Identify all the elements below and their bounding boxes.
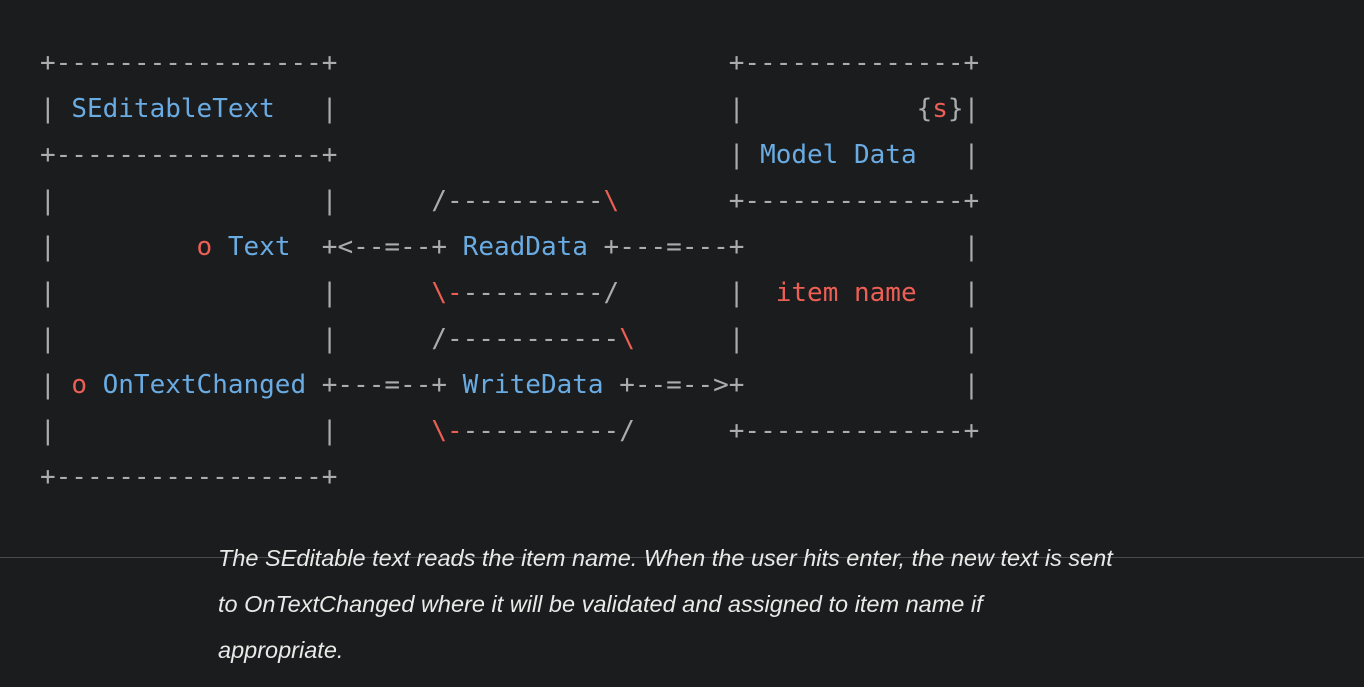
diagram-line: | o OnTextChanged +---=--+ WriteData +--…	[40, 362, 979, 408]
diagram-caption: The SEditable text reads the item name. …	[218, 535, 1113, 673]
ascii-segment: | |	[634, 324, 980, 354]
readdata-label: ReadData	[462, 232, 588, 262]
caption-line: appropriate.	[218, 637, 344, 663]
diagram-line: +-----------------+	[40, 454, 979, 500]
ontextchanged-pin-bullet: o	[71, 370, 87, 400]
seditabletext-label: SEditableText	[71, 94, 275, 124]
ascii-segment: | | /----------	[40, 186, 604, 216]
ascii-segment	[212, 232, 228, 262]
model-data-label: Model Data	[760, 140, 917, 170]
ascii-diagram: +-----------------+ +--------------+ | SE…	[40, 40, 979, 500]
ascii-segment	[87, 370, 103, 400]
ascii-segment: +--=-->+ |	[603, 370, 980, 400]
ascii-segment: |	[40, 94, 72, 124]
ascii-segment: +---=---+ |	[587, 232, 980, 262]
diagram-line: +-----------------+ +--------------+	[40, 40, 979, 86]
ascii-segment: |	[916, 140, 980, 170]
ascii-segment: ----------/ +--------------+	[462, 416, 980, 446]
diagram-line: | | /-----------\ | |	[40, 316, 979, 362]
ascii-segment: +--------------+	[619, 186, 980, 216]
ascii-segment: +-----------------+ +--------------+	[40, 48, 980, 78]
ascii-segment: \	[603, 186, 620, 216]
ascii-segment: \-	[431, 278, 463, 308]
diagram-line: | | /----------\ +--------------+	[40, 178, 979, 224]
item-name-field: item name	[775, 278, 917, 308]
section-divider	[0, 557, 1364, 558]
ascii-segment: +-----------------+	[40, 462, 338, 492]
ascii-segment: }|	[947, 94, 980, 124]
ascii-segment: ---------/ |	[462, 278, 776, 308]
text-pin-bullet: o	[196, 232, 213, 262]
diagram-line: | o Text +<--=--+ ReadData +---=---+ |	[40, 224, 979, 270]
diagram-line: | | \-----------/ +--------------+	[40, 408, 979, 454]
ascii-segment: \	[619, 324, 635, 354]
ascii-segment: +-----------------+ |	[40, 140, 761, 170]
ascii-segment: | | {	[274, 94, 933, 124]
ascii-segment: |	[40, 232, 197, 262]
caption-line: to OnTextChanged where it will be valida…	[218, 591, 983, 617]
ascii-segment: | | /-----------	[40, 324, 620, 354]
diagram-line: +-----------------+ | Model Data |	[40, 132, 979, 178]
caption-line: The SEditable text reads the item name. …	[218, 545, 1113, 571]
writedata-label: WriteData	[462, 370, 604, 400]
ascii-segment: |	[40, 370, 72, 400]
ascii-segment: +---=--+	[306, 370, 463, 400]
ascii-segment: | |	[40, 278, 432, 308]
ascii-segment: | |	[40, 416, 432, 446]
text-pin-label: Text	[227, 232, 291, 262]
ascii-segment: \-	[431, 416, 463, 446]
ascii-segment: |	[916, 278, 980, 308]
state-tag-s: s	[932, 94, 948, 124]
ontextchanged-pin-label: OnTextChanged	[102, 370, 307, 400]
diagram-line: | SEditableText | | {s}|	[40, 86, 979, 132]
ascii-segment: +<--=--+	[290, 232, 463, 262]
diagram-line: | | \----------/ | item name |	[40, 270, 979, 316]
